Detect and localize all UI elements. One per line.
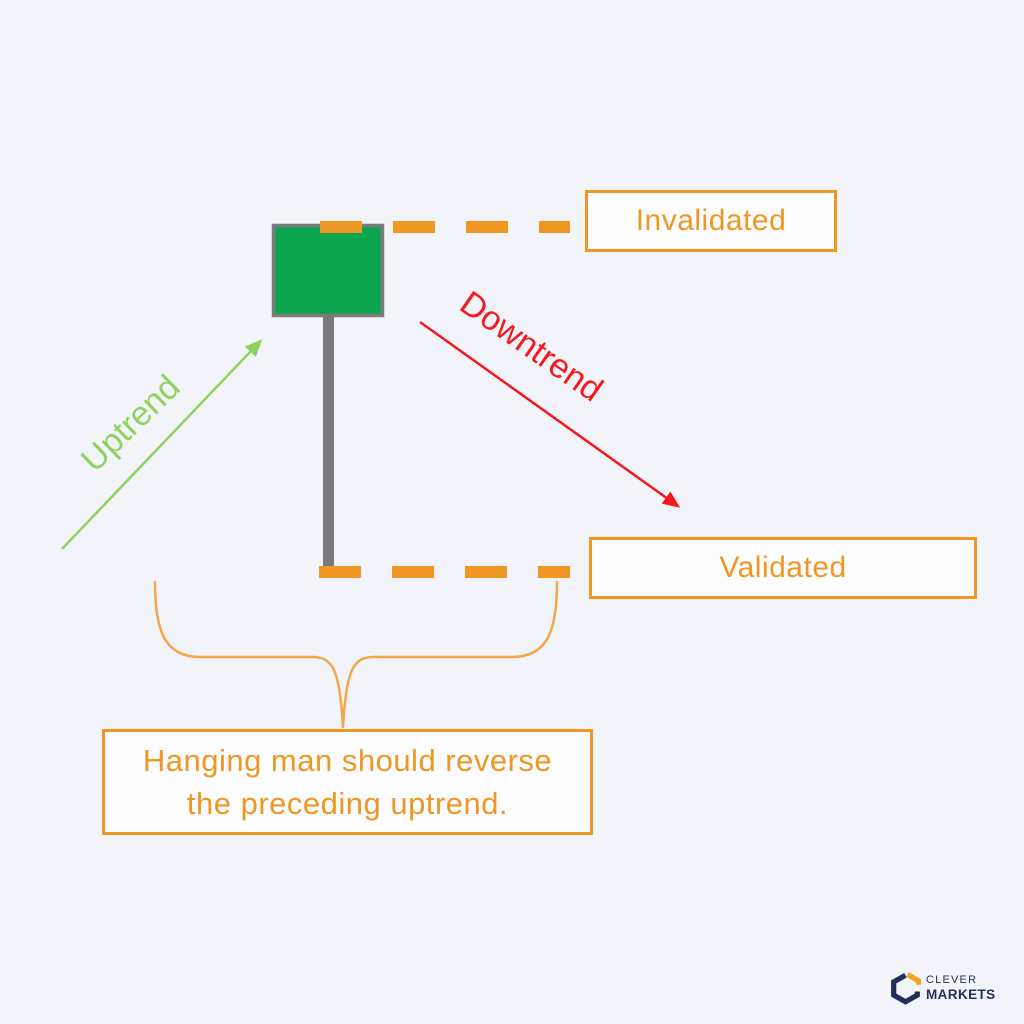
invalidated-label: Invalidated (635, 204, 787, 237)
downtrend-arrow (419, 320, 681, 508)
note-line-1: Hanging man should reverse (142, 742, 553, 778)
uptrend-arrow (61, 339, 263, 550)
validated-label: Validated (719, 551, 847, 584)
brand-name-top: CLEVER (926, 974, 978, 987)
brand-name-bottom: MARKETS (926, 987, 996, 1003)
validated-box: Validated (589, 537, 977, 599)
brace (153, 580, 559, 729)
note-line-2: the preceding uptrend. (186, 786, 509, 821)
invalidated-box: Invalidated (585, 190, 837, 252)
candle-wick (323, 315, 334, 573)
brand-logo: CLEVER MARKETS (890, 971, 996, 1006)
brand-text: CLEVER MARKETS (926, 975, 996, 1002)
candle-body (271, 223, 385, 318)
note-box: Hanging man should reverse the preceding… (102, 729, 593, 835)
hexagon-logo-icon (891, 972, 921, 1005)
